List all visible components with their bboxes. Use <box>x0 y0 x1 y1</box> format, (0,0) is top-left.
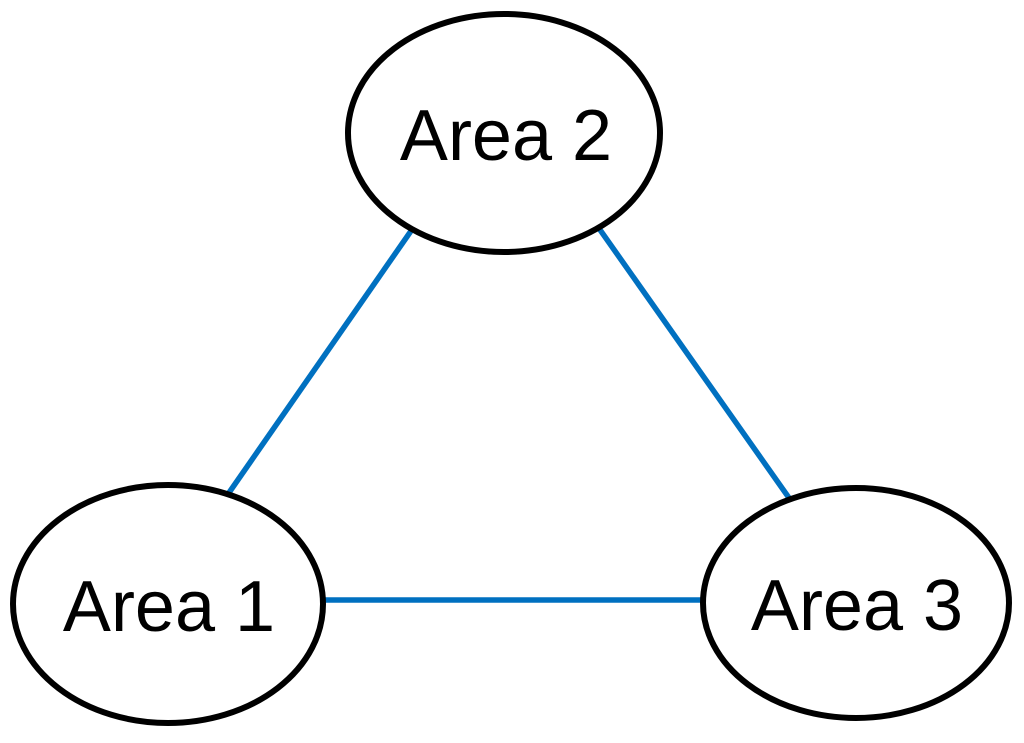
node-area1-ellipse <box>10 482 326 726</box>
edge-area1-area2 <box>223 216 423 499</box>
edge-area2-area3 <box>588 215 797 507</box>
node-area3: Area 3 <box>700 485 1012 721</box>
node-area2-label: Area 2 <box>400 96 612 176</box>
edge-layer <box>223 215 797 603</box>
node-layer: Area 2 Area 1 Area 3 <box>10 11 1012 726</box>
node-area3-label: Area 3 <box>751 566 963 646</box>
node-area1: Area 1 <box>10 482 326 726</box>
node-area1-label: Area 1 <box>63 567 275 647</box>
node-area3-ellipse <box>700 485 1012 721</box>
node-area2-ellipse <box>345 11 663 255</box>
node-area2: Area 2 <box>345 11 663 255</box>
